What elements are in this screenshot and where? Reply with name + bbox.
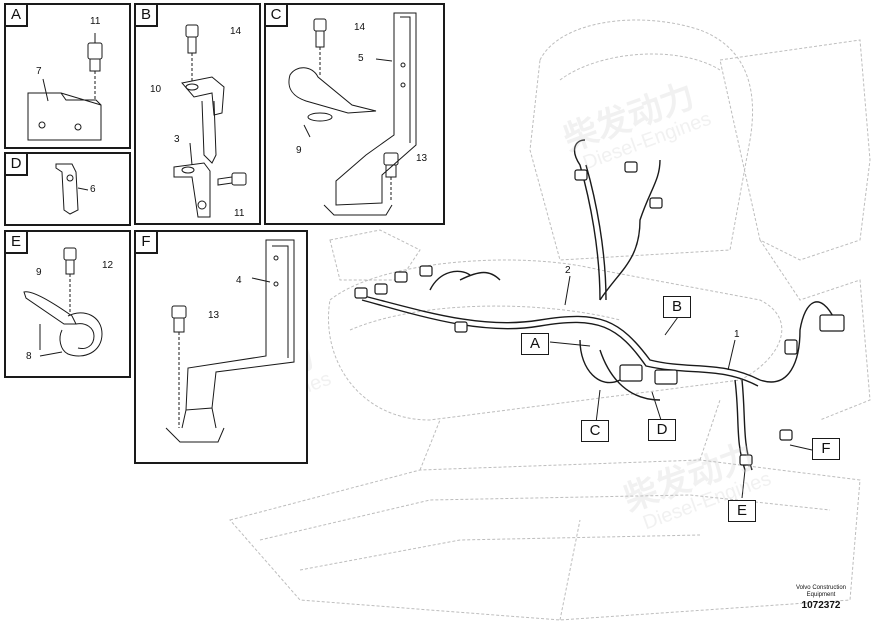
connector <box>819 314 845 332</box>
callout-number: 9 <box>36 267 42 278</box>
connector <box>574 169 588 181</box>
connector <box>739 454 753 466</box>
detail-box-d: D 6 <box>4 152 131 226</box>
connector <box>624 161 638 173</box>
detail-box-b: B 14 10 3 11 <box>134 3 261 225</box>
connector <box>374 283 388 295</box>
callout-number: 13 <box>208 310 220 321</box>
connector <box>354 287 368 299</box>
connector <box>779 429 793 441</box>
connector <box>394 271 408 283</box>
connector <box>784 339 798 355</box>
callout-number: 14 <box>230 26 242 37</box>
callout-number: 11 <box>234 208 245 219</box>
reference-tag-f: F <box>812 438 840 460</box>
detail-tag: A <box>6 5 28 27</box>
bracket-drawing <box>27 33 103 141</box>
bracket-drawing <box>288 12 417 216</box>
callout-number: 4 <box>236 275 242 286</box>
detail-tag: D <box>6 154 28 176</box>
callout-number: 2 <box>565 265 571 276</box>
connector <box>654 369 678 385</box>
bracket-drawing <box>55 163 89 215</box>
harness-branch-right <box>759 301 836 383</box>
callout-number: 10 <box>150 84 162 95</box>
left-armrest-outline <box>329 229 421 281</box>
drawing-number: 1072372 <box>801 600 841 611</box>
callout-number: 1 <box>734 329 740 340</box>
base-frame-outline <box>229 459 861 621</box>
connector <box>454 321 468 333</box>
reference-tag-e: E <box>728 500 756 522</box>
bracket-drawing <box>165 239 295 443</box>
connector <box>419 265 433 277</box>
reference-tag-a: A <box>521 333 549 355</box>
detail-tag: C <box>266 5 288 27</box>
seat-back-outline <box>529 19 754 261</box>
publisher-division: Equipment <box>806 592 836 598</box>
callout-number: 13 <box>416 153 428 164</box>
clamp-drawing <box>23 247 103 357</box>
publisher-footer: Volvo Construction Equipment 1072372 <box>796 585 846 613</box>
reference-tag-c: C <box>581 420 609 442</box>
detail-box-f: F 4 13 <box>134 230 308 464</box>
right-console-outline <box>719 39 871 261</box>
detail-tag: B <box>136 5 158 27</box>
detail-tag: F <box>136 232 158 254</box>
reference-tag-b: B <box>663 296 691 318</box>
callout-number: 3 <box>174 134 180 145</box>
reference-tag-d: D <box>648 419 676 441</box>
callout-number: 12 <box>102 260 114 271</box>
connector <box>649 197 663 209</box>
harness-main-trunk <box>359 294 761 381</box>
bracket-drawing <box>173 24 247 218</box>
callout-number: 9 <box>296 145 302 156</box>
callout-number: 8 <box>26 351 32 362</box>
publisher-name: Volvo Construction <box>795 585 846 591</box>
callout-number: 5 <box>358 53 364 64</box>
detail-box-c: C 14 5 9 13 <box>264 3 445 225</box>
callout-number: 11 <box>90 16 101 27</box>
detail-box-a: A 11 7 <box>4 3 131 149</box>
callout-number: 7 <box>36 66 42 77</box>
connector <box>619 364 643 382</box>
callout-number: 6 <box>90 184 96 195</box>
detail-tag: E <box>6 232 28 254</box>
seat-cushion-outline <box>328 259 783 421</box>
detail-box-e: E 9 12 8 <box>4 230 131 378</box>
callout-number: 14 <box>354 22 366 33</box>
